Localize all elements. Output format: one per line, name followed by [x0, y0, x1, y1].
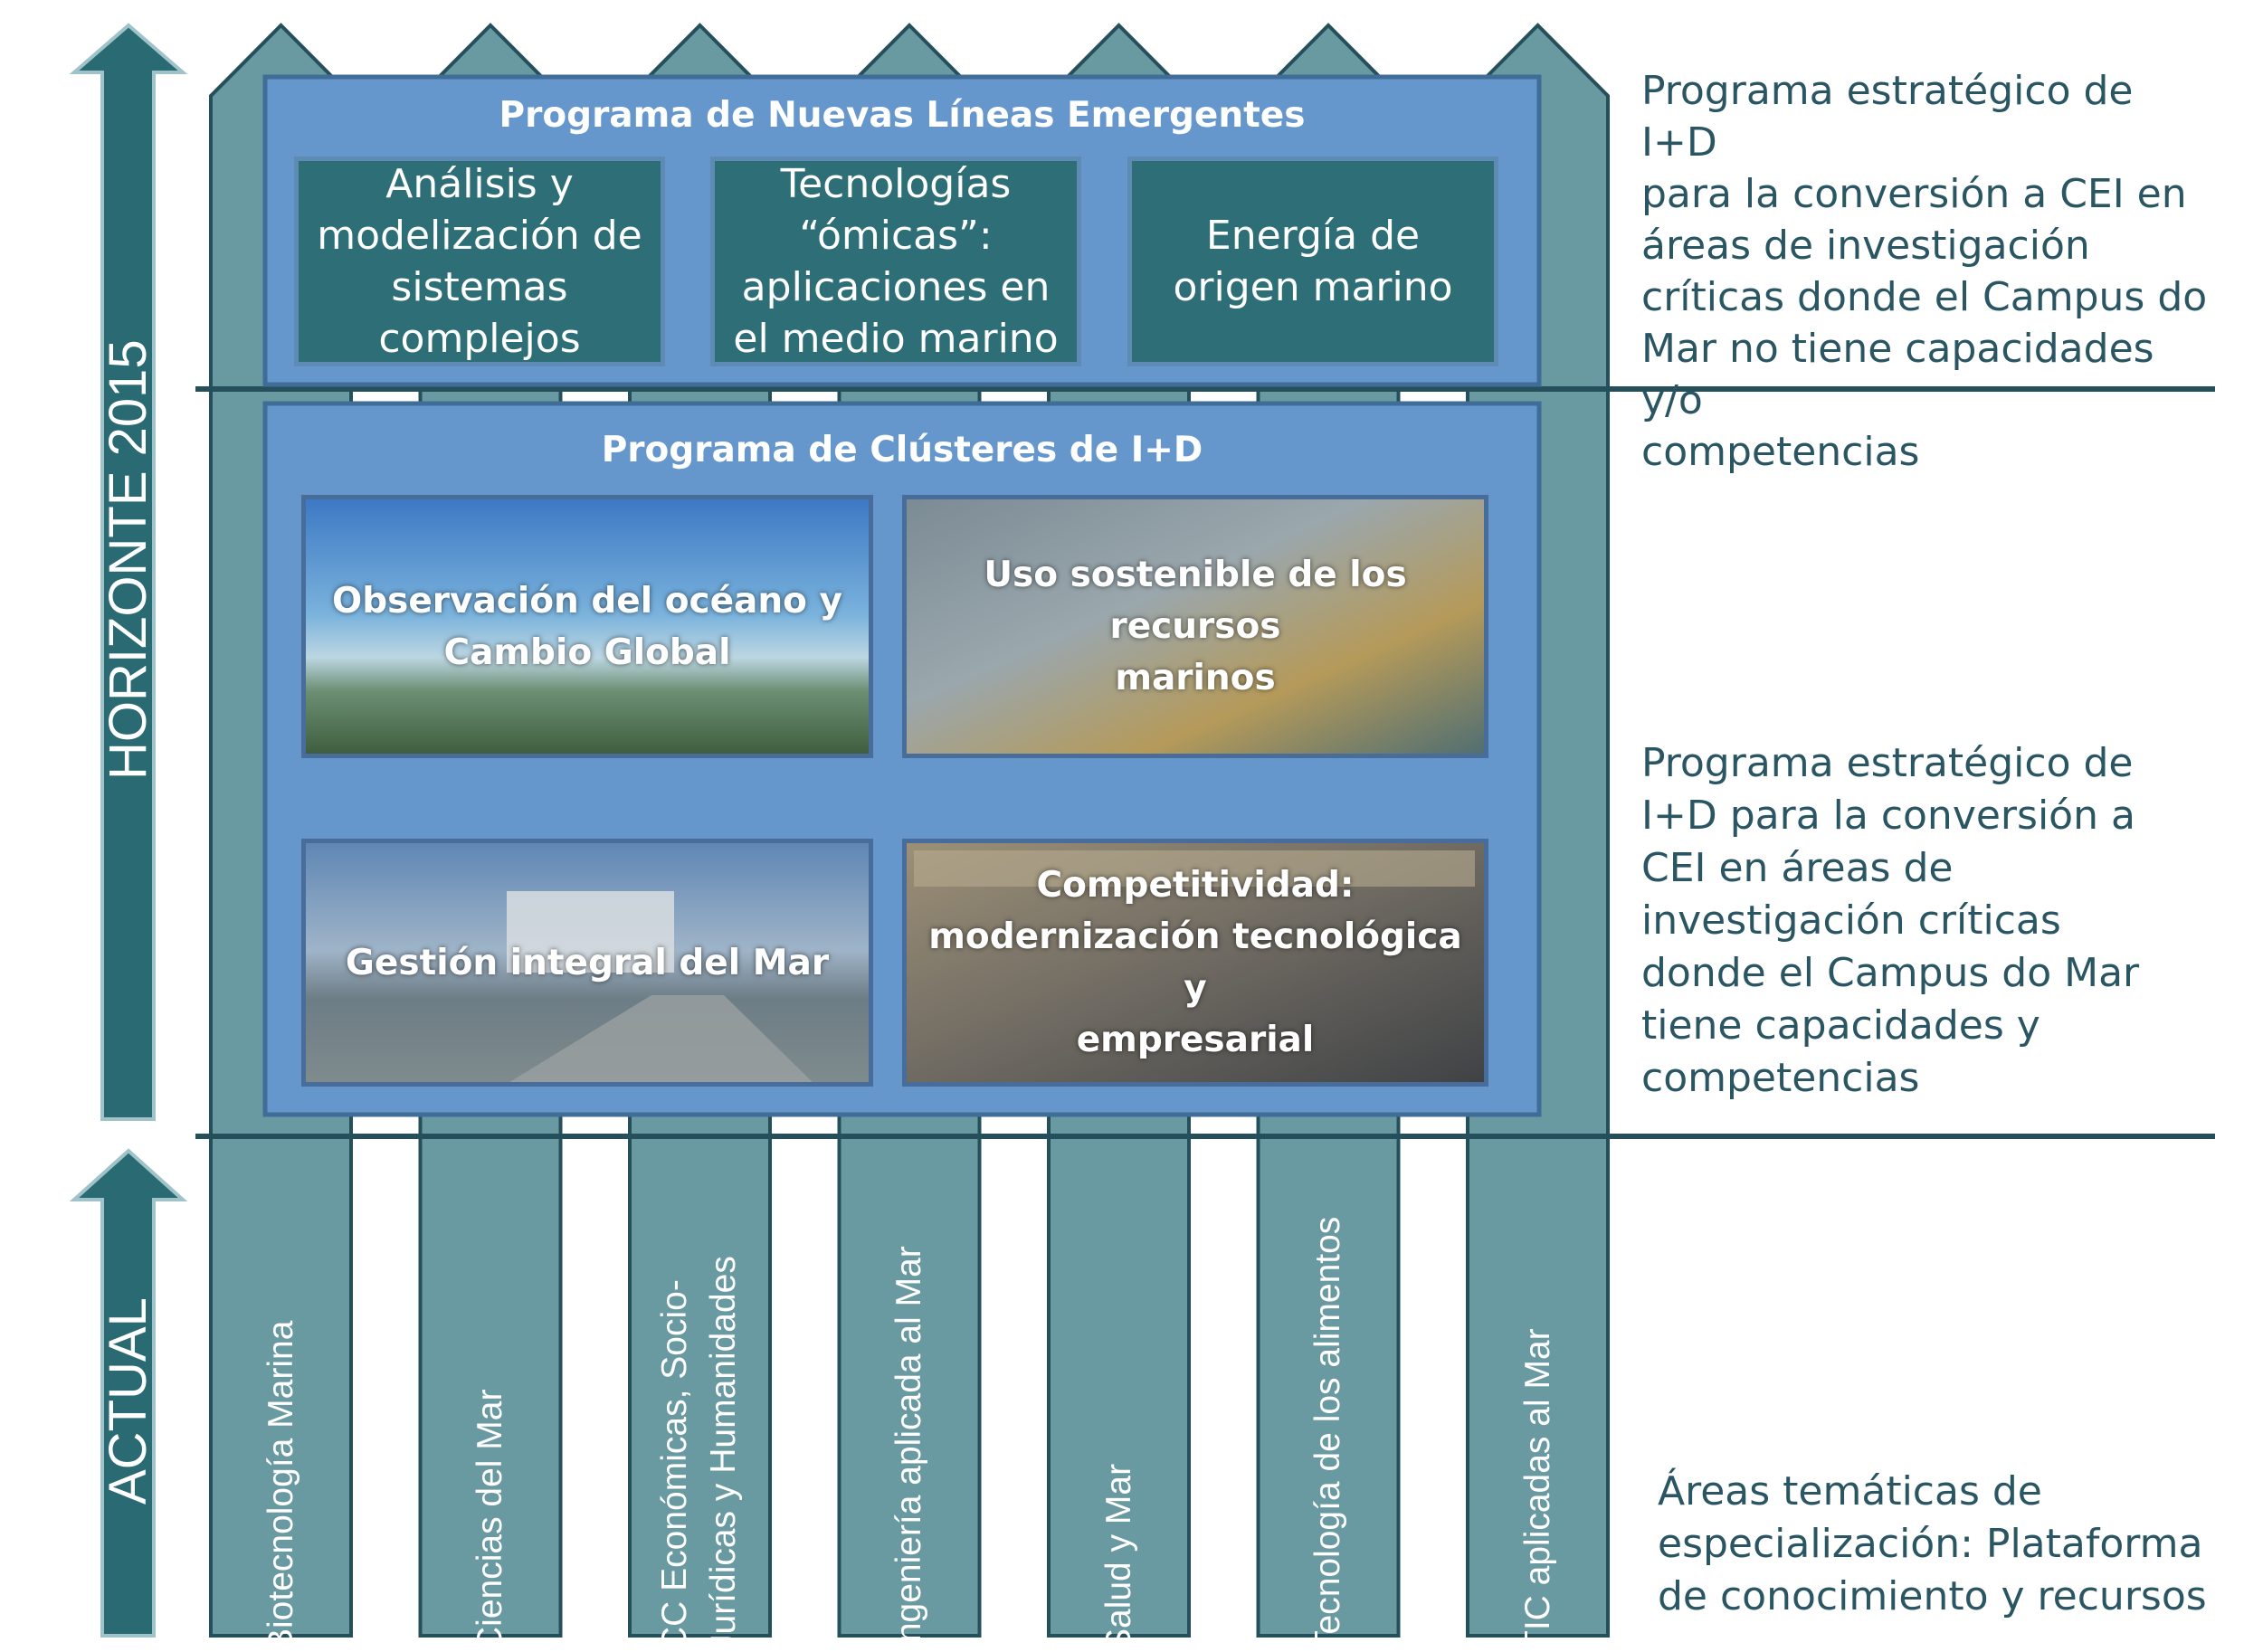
emerging-program-title: Programa de Nuevas Líneas Emergentes — [499, 95, 1306, 136]
area-label-1: Biotecnología Marina — [261, 1320, 300, 1652]
emerging-line-omics: Tecnologías “ómicas”: aplicaciones en el… — [710, 157, 1081, 366]
area-label-7: TIC aplicadas al Mar — [1517, 1328, 1557, 1652]
cluster-sustainable-resources: Uso sostenible de los recursos marinos — [902, 495, 1488, 758]
lighthouse-building — [507, 891, 674, 973]
actual-label: ACTUAL — [99, 1297, 157, 1505]
emerging-line-complex-systems: Análisis y modelización de sistemas comp… — [294, 157, 665, 366]
emerging-line-marine-energy: Energía de origen marino — [1127, 157, 1498, 366]
horizon-arrow — [69, 23, 188, 1121]
ocean-photo — [304, 498, 870, 755]
note-areas: Áreas temáticas de especialización: Plat… — [1658, 1468, 2207, 1619]
area-label-3: CC Económicas, Socio- Jurídicas y Humani… — [654, 1256, 743, 1652]
lab-shelf — [914, 850, 1475, 887]
horizon-label: HORIZONTE 2015 — [99, 339, 157, 780]
fishermen-photo — [905, 498, 1486, 755]
actual-arrow — [69, 1148, 188, 1638]
area-label-2: Ciencias del Mar — [471, 1389, 509, 1652]
note-clusters: Programa estratégico de I+D para la conv… — [1641, 740, 2140, 1101]
note-emerging: Programa estratégico de I+D para la conv… — [1641, 68, 2208, 475]
cluster-integral-management: Gestión integral del Mar — [301, 839, 873, 1087]
area-label-6: Tecnología de los alimentos — [1308, 1216, 1347, 1652]
area-label-4: Ingeniería aplicada al Mar — [889, 1246, 928, 1652]
clusters-program-title: Programa de Clústeres de I+D — [601, 430, 1203, 470]
area-label-5: Salud y Mar — [1098, 1463, 1138, 1652]
lighthouse-path — [507, 995, 814, 1084]
cluster-competitiveness: Competitividad: modernización tecnológic… — [902, 839, 1488, 1087]
cluster-ocean-observation: Observación del océano y Cambio Global — [301, 495, 873, 758]
